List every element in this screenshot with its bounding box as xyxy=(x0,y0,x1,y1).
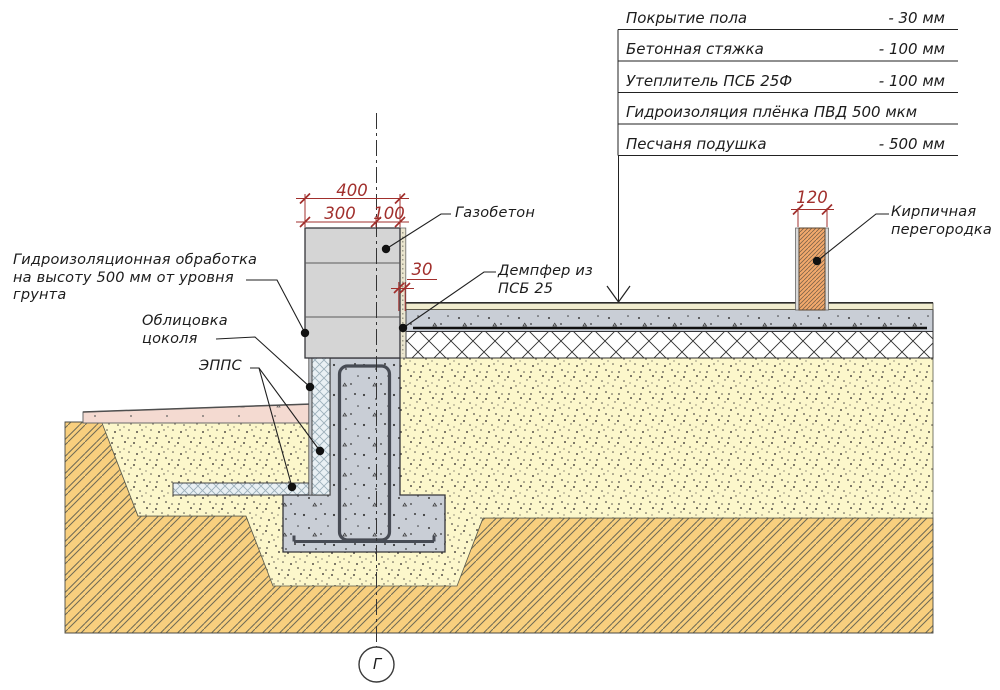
dimension-lines xyxy=(296,192,834,311)
legend-row-label: Покрытие пола xyxy=(626,8,748,27)
leader-dots xyxy=(287,244,822,492)
legend-row-label: Утеплитель ПСБ 25Ф xyxy=(626,71,793,90)
axis-marker-letter: Г xyxy=(372,655,382,673)
blind-area xyxy=(82,403,313,424)
dim-wall-total: 400 xyxy=(336,181,368,200)
brick-partition xyxy=(798,227,826,311)
dim-wall-left: 300 xyxy=(324,203,356,223)
epps-vertical-strip xyxy=(311,357,331,496)
callout-brick-line1: Кирпичная xyxy=(891,204,977,220)
callout-leaders xyxy=(215,213,889,488)
axis-marker-circle xyxy=(358,646,395,683)
callout-plinth-facing: Облицовка цоколя xyxy=(142,313,228,347)
legend-row-value: - 500 мм xyxy=(878,134,945,153)
legend-row-label: Песчаня подушка xyxy=(626,134,767,153)
legend-row-label: Бетонная стяжка xyxy=(626,40,764,58)
callout-waterproofing: Гидроизоляционная обработка на высоту 50… xyxy=(13,252,258,303)
brick-plaster-right xyxy=(824,227,829,311)
legend-row-label: Гидроизоляция плёнка ПВД 500 мкм xyxy=(626,103,918,121)
callout-epps: ЭППС xyxy=(199,358,242,374)
callout-damper-line2: ПСБ 25 xyxy=(498,280,554,297)
legend-row-value: - 100 мм xyxy=(878,71,945,90)
callout-gas-concrete: Газобетон xyxy=(455,205,536,221)
brick-plaster-left xyxy=(795,227,800,311)
dim-wall-right: 100 xyxy=(373,203,405,223)
legend-row-value: - 30 мм xyxy=(888,8,945,27)
rebar-bottom-bar xyxy=(292,535,436,543)
legend-table-lines xyxy=(606,29,958,303)
legend-row-value xyxy=(760,103,945,123)
callout-brick-line2: перегородка xyxy=(891,221,992,238)
floor-insulation-psb xyxy=(405,331,934,359)
legend-row-value: - 100 мм xyxy=(878,40,945,58)
dim-brick: 120 xyxy=(796,188,828,207)
floor-covering xyxy=(405,302,934,310)
dim-damper: 30 xyxy=(411,260,433,279)
callout-damper-line1: Демпфер из xyxy=(498,263,593,279)
